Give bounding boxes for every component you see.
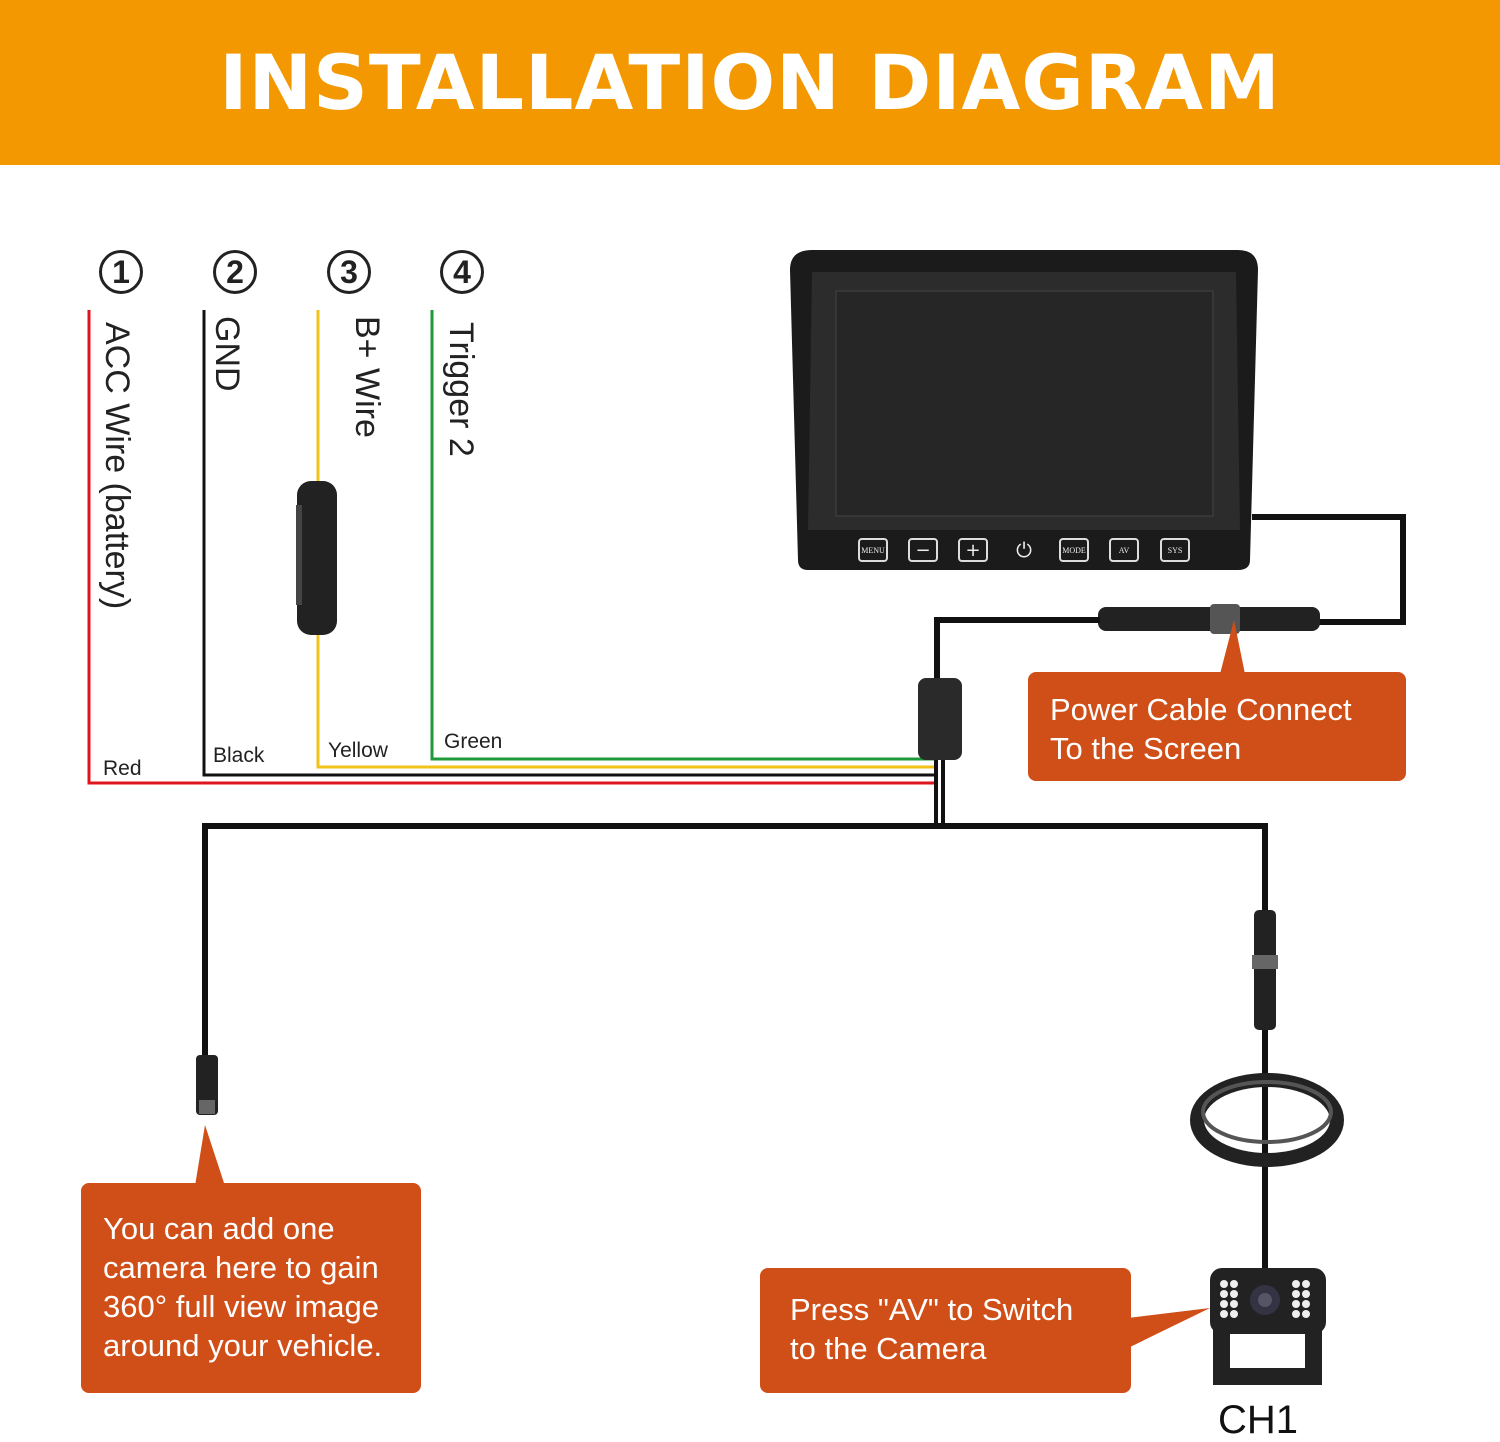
wire-label-gnd: GND bbox=[208, 316, 246, 392]
rear-camera bbox=[1210, 1268, 1326, 1385]
camera-connector bbox=[1254, 910, 1276, 1030]
press-av-callout-pointer bbox=[1128, 1308, 1210, 1348]
press-av-callout: Press "AV" to Switch to the Camera bbox=[760, 1268, 1131, 1393]
fuse-holder bbox=[297, 481, 337, 635]
wire-label-bplus: B+ Wire bbox=[348, 316, 386, 438]
splitter-module bbox=[918, 678, 962, 760]
plus-button[interactable]: + bbox=[958, 538, 988, 562]
add-camera-callout: You can add one camera here to gain 360°… bbox=[81, 1183, 421, 1393]
menu-button[interactable]: MENU bbox=[858, 538, 888, 562]
black-wire bbox=[202, 310, 935, 777]
cable-coil bbox=[1190, 1073, 1344, 1167]
wire-color-black: Black bbox=[213, 744, 265, 767]
page-title: INSTALLATION DIAGRAM bbox=[219, 38, 1281, 127]
wire-number-3: 3 bbox=[327, 250, 371, 294]
wire-label-trigger: Trigger 2 bbox=[442, 322, 480, 457]
power-connector bbox=[1098, 607, 1320, 631]
header-banner: INSTALLATION DIAGRAM bbox=[0, 0, 1500, 165]
camera-channel-label: CH1 bbox=[1218, 1398, 1299, 1442]
green-wire bbox=[430, 310, 935, 761]
red-wire bbox=[87, 310, 935, 785]
wire-color-red: Red bbox=[103, 757, 142, 780]
minus-button[interactable]: − bbox=[908, 538, 938, 562]
wire-label-acc: ACC Wire (battery) bbox=[98, 322, 136, 610]
wire-color-yellow: Yellow bbox=[328, 739, 388, 762]
add-camera-callout-pointer bbox=[195, 1125, 225, 1186]
mode-button[interactable]: MODE bbox=[1059, 538, 1089, 562]
power-cable bbox=[1252, 514, 1406, 625]
wire-color-green: Green bbox=[444, 730, 503, 753]
monitor bbox=[790, 250, 1258, 570]
camera-extension-cable bbox=[202, 823, 1268, 1060]
wire-number-2: 2 bbox=[213, 250, 257, 294]
av-button[interactable]: AV bbox=[1109, 538, 1139, 562]
sys-button[interactable]: SYS bbox=[1160, 538, 1190, 562]
monitor-screen bbox=[835, 290, 1214, 517]
yellow-wire bbox=[316, 310, 935, 769]
wire-number-1: 1 bbox=[99, 250, 143, 294]
power-callout-pointer bbox=[1220, 620, 1245, 674]
power-callout: Power Cable Connect To the Screen bbox=[1028, 672, 1406, 781]
power-button[interactable]: ⏻ bbox=[1016, 538, 1032, 562]
wire-number-4: 4 bbox=[440, 250, 484, 294]
